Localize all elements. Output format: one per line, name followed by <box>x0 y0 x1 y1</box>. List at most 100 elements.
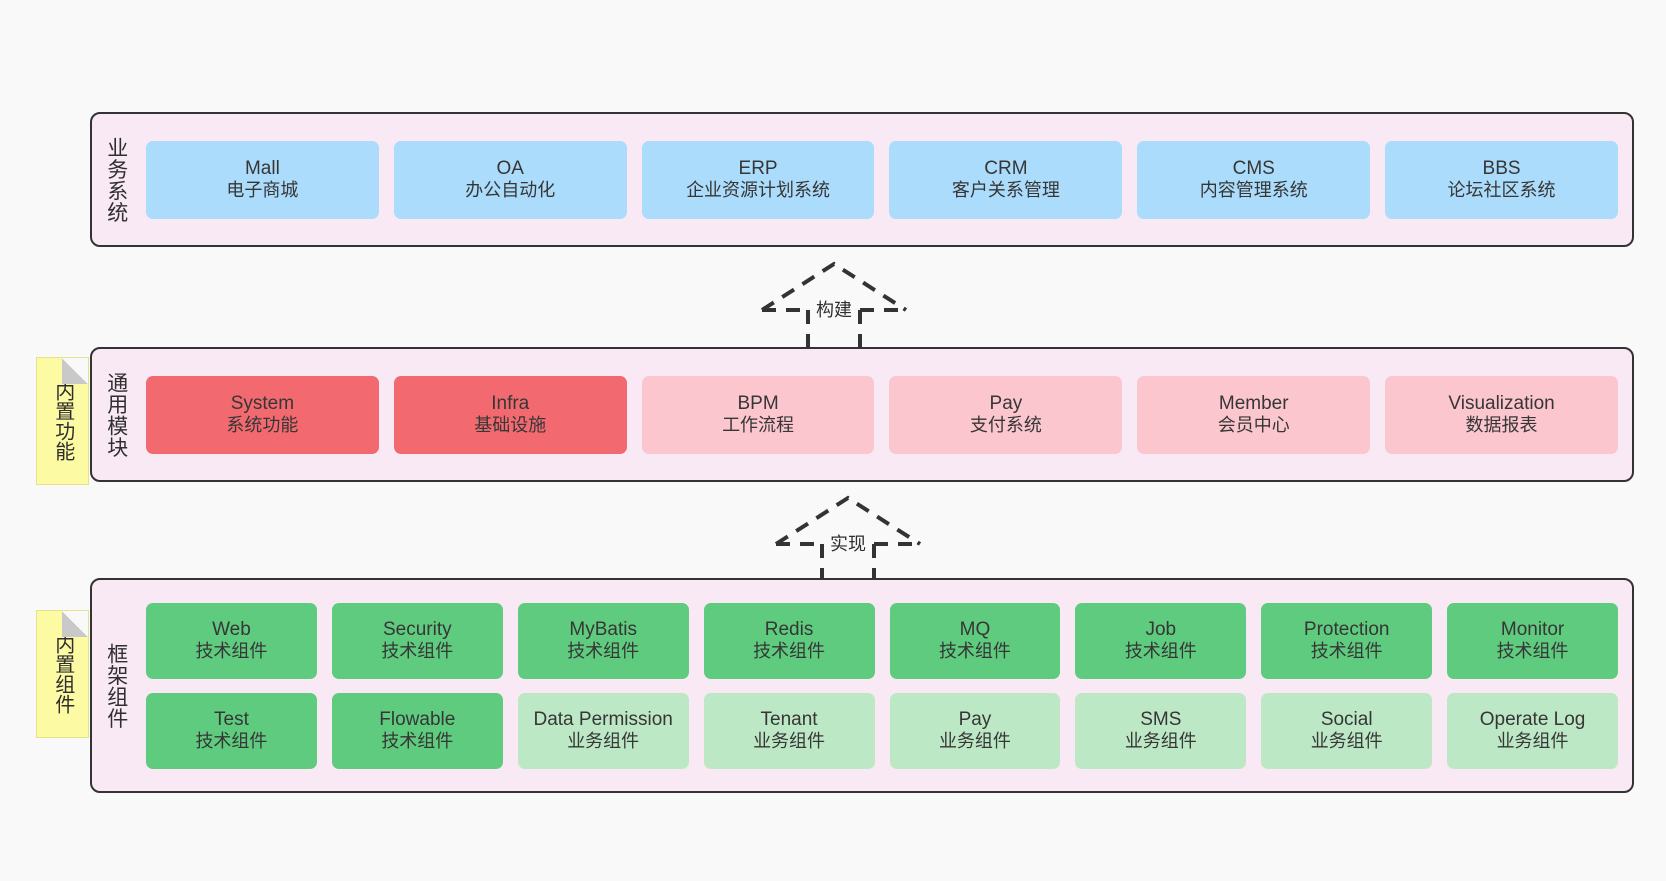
cell-title: Member <box>1218 392 1289 414</box>
cell-title: CMS <box>1232 157 1275 179</box>
cell-title: MyBatis <box>569 618 637 640</box>
cell-subtitle: 技术组件 <box>381 731 454 752</box>
cell-subtitle: 技术组件 <box>195 731 268 752</box>
section-title-framework-components: 框架组件 <box>104 642 128 729</box>
connector-implement: 实现 <box>758 490 938 586</box>
cell-subtitle: 系统功能 <box>226 415 299 436</box>
cell-subtitle: 工作流程 <box>722 415 795 436</box>
cell-title: BPM <box>737 392 779 414</box>
section-title-common-modules: 通用模块 <box>104 371 128 458</box>
cell-subtitle: 技术组件 <box>1124 641 1197 662</box>
cell-title: Flowable <box>379 708 456 730</box>
cell-title: MQ <box>959 618 991 640</box>
cell-subtitle: 业务组件 <box>938 731 1011 752</box>
cell-subtitle: 业务组件 <box>567 731 640 752</box>
note-builtin-features: 内置功能 <box>36 357 89 485</box>
cell-subtitle: 技术组件 <box>195 641 268 662</box>
cell-title: Redis <box>764 618 814 640</box>
cell-title: Social <box>1320 708 1373 730</box>
cell-subtitle: 技术组件 <box>938 641 1011 662</box>
cell-subtitle: 技术组件 <box>1496 641 1569 662</box>
cell-subtitle: 数据报表 <box>1465 415 1538 436</box>
cell-title: Security <box>382 618 452 640</box>
cell-subtitle: 企业资源计划系统 <box>686 180 831 201</box>
cell-subtitle: 办公自动化 <box>465 180 556 201</box>
cell-title: CRM <box>984 157 1028 179</box>
cell-subtitle: 电子商城 <box>226 180 299 201</box>
cell-title: Web <box>212 618 251 640</box>
cell-subtitle: 客户关系管理 <box>951 180 1060 201</box>
cell-title: Pay <box>989 392 1023 414</box>
cell-subtitle: 支付系统 <box>969 415 1042 436</box>
cell-title: Operate Log <box>1479 708 1586 730</box>
cell-title: Tenant <box>760 708 818 730</box>
cell-subtitle: 业务组件 <box>1310 731 1383 752</box>
cell-subtitle: 业务组件 <box>1496 731 1569 752</box>
cell-title: Protection <box>1303 618 1390 640</box>
connector-implement-label: 实现 <box>830 534 866 554</box>
cell-title: Data Permission <box>533 708 673 730</box>
cell-title: OA <box>496 157 524 179</box>
cell-subtitle: 技术组件 <box>1310 641 1383 662</box>
cell-title: ERP <box>738 157 778 179</box>
cell-subtitle: 技术组件 <box>381 641 454 662</box>
cell-title: SMS <box>1140 708 1182 730</box>
cell-title: Infra <box>491 392 530 414</box>
note-builtin-components: 内置组件 <box>36 610 89 738</box>
cell-subtitle: 会员中心 <box>1217 415 1290 436</box>
cell-title: Visualization <box>1448 392 1555 414</box>
cell-title: Test <box>214 708 249 730</box>
cell-title: BBS <box>1482 157 1521 179</box>
cell-title: Monitor <box>1500 618 1565 640</box>
note-builtin-features-label: 内置功能 <box>51 381 74 461</box>
cell-subtitle: 技术组件 <box>753 641 826 662</box>
cell-subtitle: 论坛社区系统 <box>1447 180 1556 201</box>
cell-subtitle: 内容管理系统 <box>1199 180 1308 201</box>
section-title-business-systems: 业务系统 <box>104 136 128 223</box>
connector-build-label: 构建 <box>816 300 852 320</box>
cell-title: Mall <box>244 157 280 179</box>
cell-title: Job <box>1145 618 1177 640</box>
connector-build: 构建 <box>744 256 924 352</box>
cell-subtitle: 技术组件 <box>567 641 640 662</box>
